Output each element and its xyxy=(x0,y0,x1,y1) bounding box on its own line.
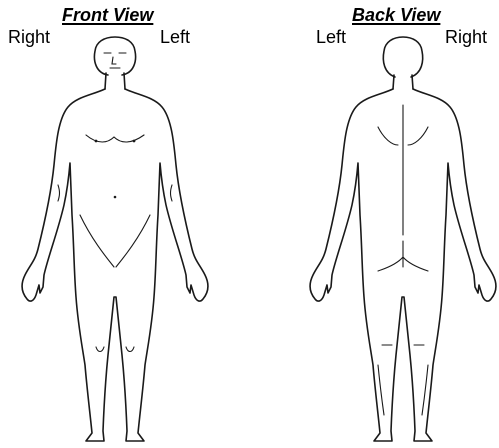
front-body-outline xyxy=(10,35,220,445)
front-body-figure xyxy=(10,35,220,445)
back-body-outline xyxy=(298,35,499,445)
back-body-figure xyxy=(298,35,499,445)
back-view-title: Back View xyxy=(352,5,440,26)
front-view-title: Front View xyxy=(62,5,153,26)
